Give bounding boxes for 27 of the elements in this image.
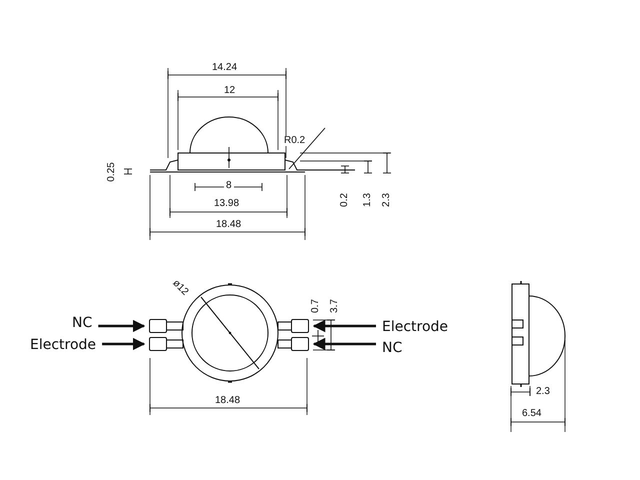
pin-label: Electrode (30, 338, 96, 352)
dimension-label: 13.98 (212, 199, 242, 209)
dimension-label: 18.48 (213, 396, 242, 406)
dimension-label: 1.3 (363, 191, 373, 209)
dimension-label: R0.2 (282, 136, 308, 146)
arrow (102, 338, 146, 350)
solder-pad (291, 319, 309, 333)
dimension-label: 6.54 (520, 409, 544, 419)
dimension-label: 0.7 (311, 297, 321, 315)
arrow (312, 320, 376, 332)
dimension-label: 8 (224, 181, 234, 191)
dimension-label: 12 (222, 86, 238, 96)
dimension-label: 18.48 (214, 220, 244, 230)
arrow (98, 320, 146, 332)
dimension-label: 2.3 (534, 387, 552, 397)
solder-pad (291, 337, 309, 351)
dimension-label: 0.2 (340, 191, 350, 209)
pin-label: NC (72, 316, 92, 330)
arrow (312, 338, 376, 350)
dimension-label: 14.24 (210, 63, 240, 73)
solder-pad (149, 337, 167, 351)
pin-label: Electrode (382, 320, 448, 334)
dimension-label: 0.25 (107, 160, 117, 184)
pin-label: NC (382, 341, 402, 355)
solder-pad (149, 319, 167, 333)
dimension-label: 3.7 (330, 297, 340, 315)
dimension-label: 2.3 (382, 191, 392, 209)
